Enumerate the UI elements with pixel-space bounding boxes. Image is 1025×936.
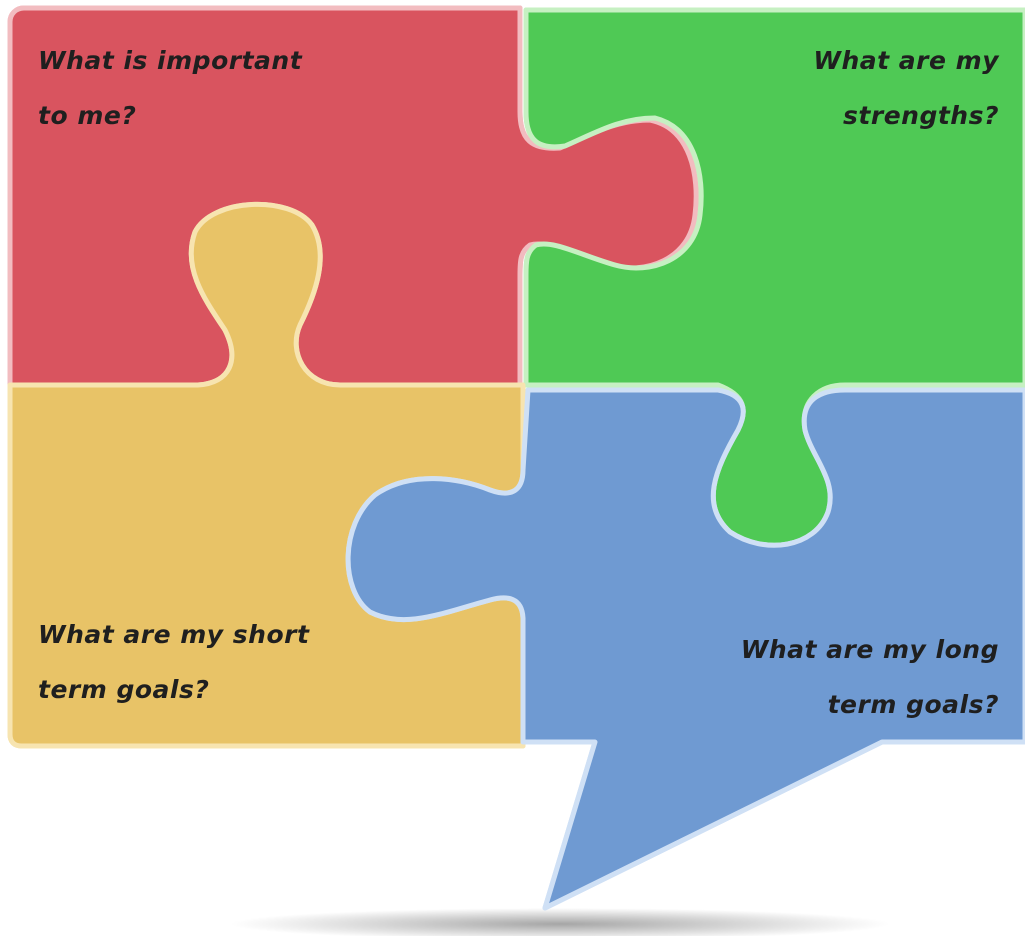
label-short-term-line-2: term goals? [38,675,210,704]
label-important-line-1: What is important [38,46,303,75]
label-long-term-line-2: term goals? [827,690,999,719]
label-important: What is important to me? [38,33,302,143]
texture-overlay [10,8,1025,908]
label-strengths-line-1: What are my [813,46,999,75]
label-long-term-line-1: What are my long [740,635,999,664]
label-long-term-goals: What are my long term goals? [741,622,999,732]
label-strengths-line-2: strengths? [843,101,999,130]
floor-shadow [230,908,890,936]
label-important-line-2: to me? [38,101,137,130]
label-strengths: What are my strengths? [813,33,999,143]
label-short-term-goals: What are my short term goals? [38,607,309,717]
label-short-term-line-1: What are my short [38,620,310,649]
